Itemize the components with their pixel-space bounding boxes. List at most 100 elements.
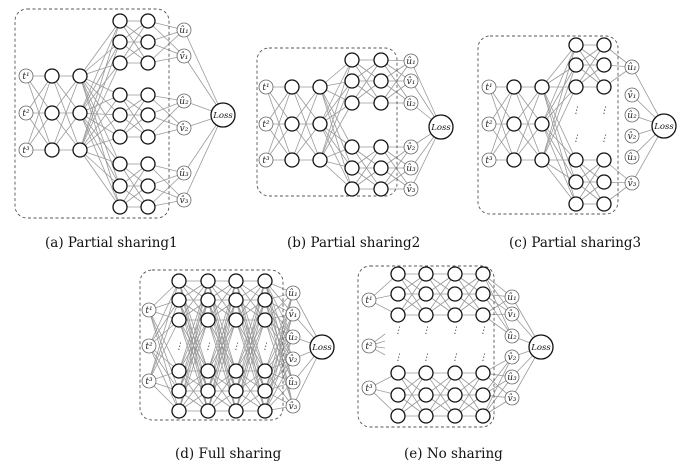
- edge: [541, 44, 577, 125]
- edge: [425, 273, 456, 316]
- neuron-node: [312, 152, 328, 168]
- neuron-node: [44, 105, 60, 121]
- edge: [79, 112, 121, 208]
- loss-label: Loss: [653, 122, 674, 132]
- edge: [147, 172, 185, 208]
- edge: [482, 273, 513, 337]
- io-node: [403, 53, 419, 69]
- edge: [575, 44, 605, 88]
- neuron-node: [568, 57, 584, 73]
- shared-region-box: [357, 265, 495, 428]
- io-node: [361, 338, 377, 354]
- neuron-node: [506, 152, 522, 168]
- edge: [319, 86, 353, 169]
- caption-d: (d) Full sharing: [175, 446, 282, 462]
- neuron-node: [228, 312, 244, 328]
- neuron-node: [390, 408, 406, 424]
- io-node: [481, 116, 497, 132]
- io-node: [624, 175, 640, 191]
- neuron-node: [228, 383, 244, 399]
- edge: [319, 86, 353, 148]
- neuron-node: [506, 116, 522, 132]
- edge: [207, 280, 237, 321]
- neuron-node: [257, 383, 273, 399]
- output-label: û₂: [627, 110, 637, 121]
- neuron-node: [284, 152, 300, 168]
- io-node: [624, 59, 640, 75]
- io-node: [176, 120, 192, 136]
- io-node: [624, 87, 640, 103]
- neuron-node: [72, 68, 88, 84]
- edge: [319, 102, 353, 161]
- output-label: v̂₁: [289, 309, 298, 320]
- edge: [351, 146, 382, 190]
- input-label: t¹: [145, 306, 152, 316]
- output-label: v̂₂: [289, 354, 298, 365]
- edge: [178, 280, 209, 321]
- neuron-node: [596, 152, 612, 168]
- edge: [380, 60, 412, 104]
- edge: [454, 273, 484, 316]
- neuron-node: [373, 52, 389, 68]
- edge: [79, 62, 121, 114]
- neuron-node: [475, 365, 491, 381]
- input-label: t²: [262, 120, 270, 130]
- output-label: v̂₁: [628, 90, 637, 101]
- input-label: t¹: [485, 83, 492, 93]
- neuron-node: [112, 199, 128, 215]
- caption-e: (e) No sharing: [404, 446, 503, 462]
- io-node: [504, 390, 520, 406]
- ellipsis: ⋮: [232, 342, 241, 352]
- input-label: t¹: [365, 296, 372, 306]
- edge: [79, 41, 121, 77]
- edge: [482, 293, 513, 337]
- output-label: v̂₁: [407, 76, 416, 87]
- io-node: [258, 116, 274, 132]
- io-node: [141, 302, 157, 318]
- neuron-node: [418, 365, 434, 381]
- edge: [79, 149, 121, 187]
- neuron-node: [418, 266, 434, 282]
- output-label: û₁: [507, 292, 516, 303]
- output-label: v̂₃: [180, 195, 189, 206]
- edge: [148, 345, 180, 392]
- neuron-node: [312, 79, 328, 95]
- io-node: [481, 152, 497, 168]
- ellipsis: ⋮: [422, 353, 431, 363]
- neuron-node: [534, 79, 550, 95]
- edge: [25, 75, 53, 151]
- output-label: v̂₃: [407, 184, 416, 195]
- output-label: û₃: [406, 163, 416, 174]
- output-label: û₁: [179, 25, 188, 36]
- neuron-node: [447, 286, 463, 302]
- input-label: t²: [365, 342, 373, 352]
- loss-node: [528, 334, 554, 360]
- edge: [264, 319, 294, 360]
- edge: [147, 29, 185, 64]
- loss-label: Loss: [212, 111, 233, 121]
- output-label: û₃: [507, 372, 517, 383]
- edge: [291, 86, 321, 125]
- neuron-node: [344, 52, 360, 68]
- neuron-node: [447, 408, 463, 424]
- neuron-node: [596, 57, 612, 73]
- input-label: t³: [262, 156, 270, 166]
- ellipsis: ⋮: [422, 326, 431, 336]
- ellipsis: ⋮: [175, 342, 184, 352]
- neuron-node: [447, 266, 463, 282]
- edge: [541, 86, 577, 183]
- neuron-node: [596, 174, 612, 190]
- neuron-node: [112, 156, 128, 172]
- ellipsis: ⋮: [479, 326, 488, 336]
- neuron-node: [112, 55, 128, 71]
- output-label: û₂: [179, 96, 189, 107]
- neuron-node: [112, 178, 128, 194]
- edge: [264, 358, 294, 412]
- edge: [51, 75, 81, 151]
- edge: [541, 44, 577, 88]
- neuron-node: [112, 13, 128, 29]
- edge: [147, 94, 185, 129]
- neuron-node: [344, 139, 360, 155]
- output-label: v̂₃: [508, 393, 517, 404]
- neuron-node: [228, 292, 244, 308]
